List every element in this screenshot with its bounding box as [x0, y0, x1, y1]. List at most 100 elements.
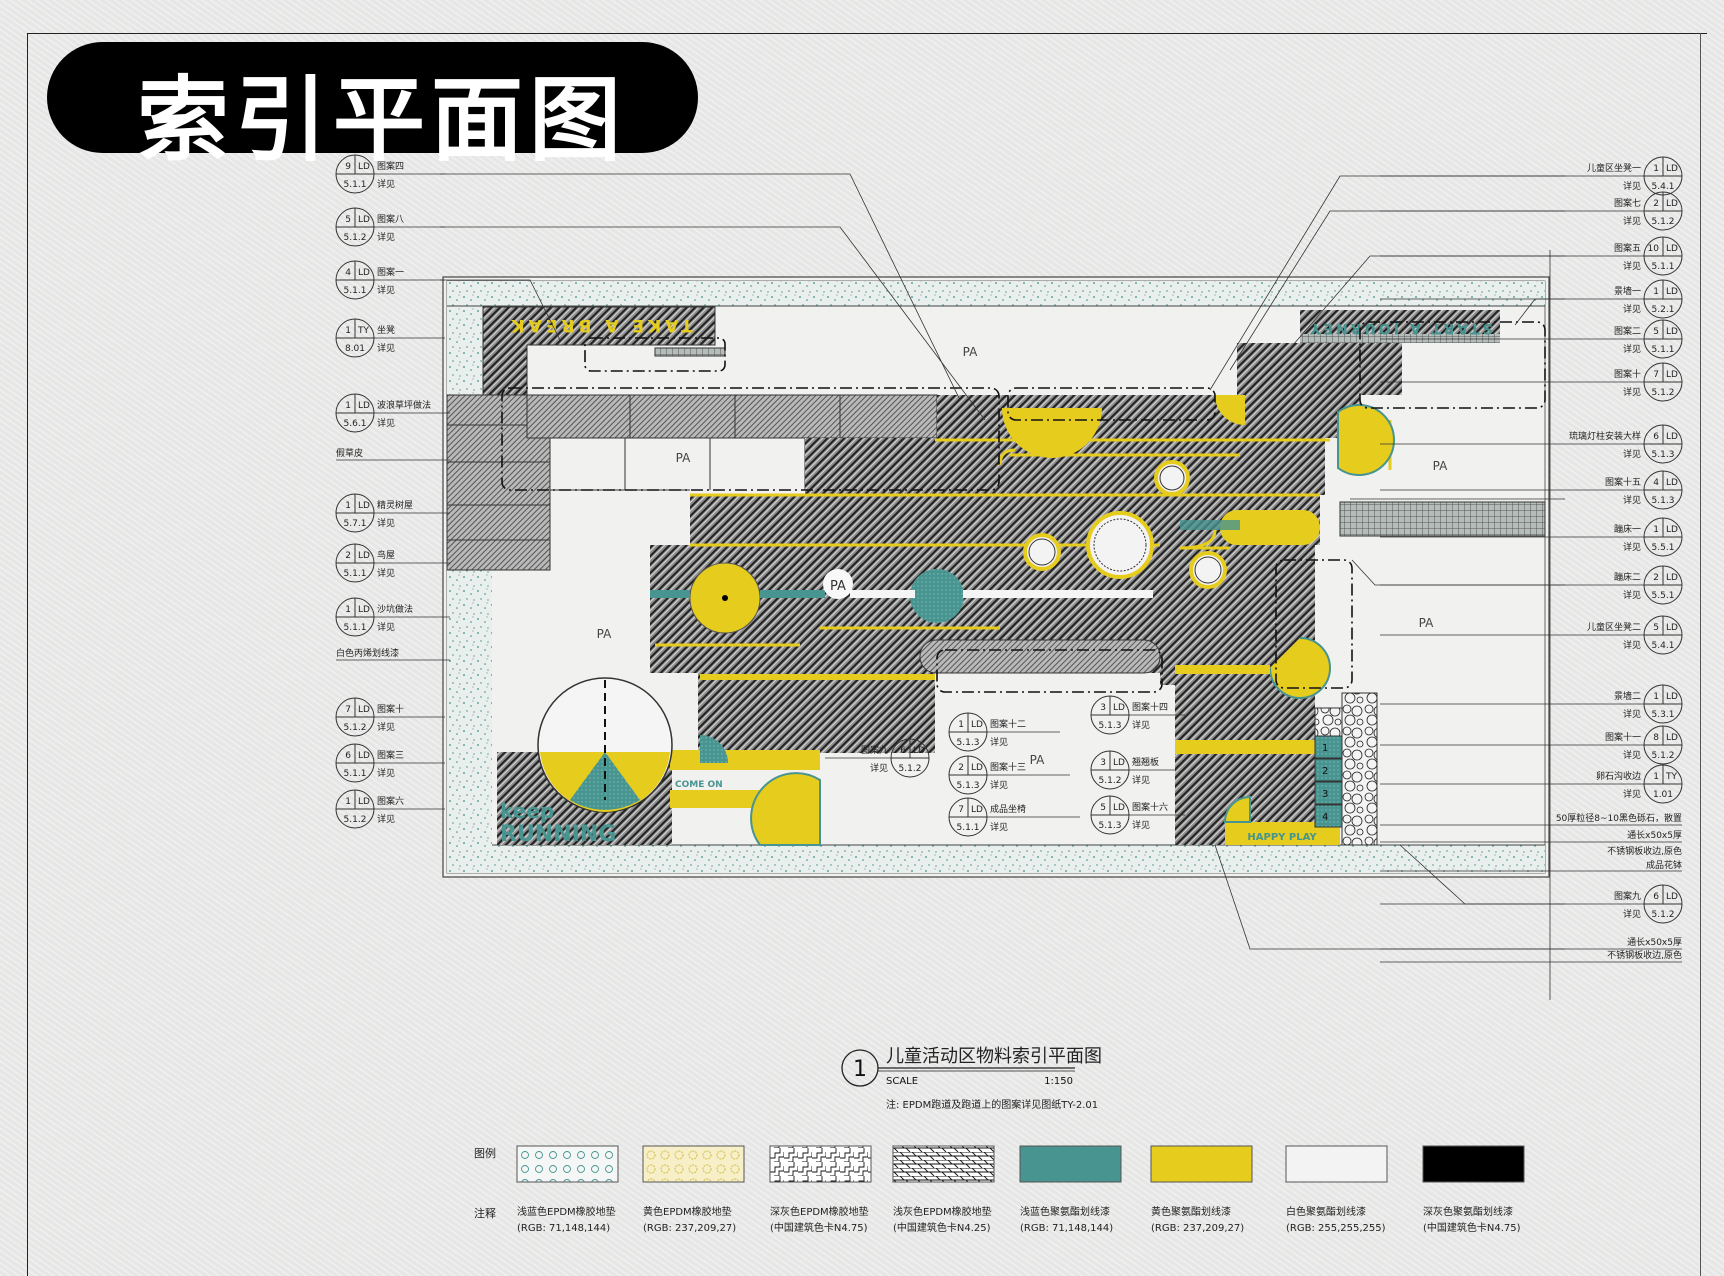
- callout-see: 详见: [1623, 788, 1641, 800]
- callout-see: 详见: [1623, 386, 1641, 398]
- callout-see: 详见: [377, 621, 395, 633]
- callout: 通长x50x5厚: [1380, 936, 1682, 950]
- callout-code: TY: [357, 326, 369, 336]
- callout-sheet: 5.1.2: [344, 815, 367, 825]
- callout-code: LD: [971, 805, 983, 815]
- pa-label: PA: [830, 579, 846, 594]
- callout-label: 波浪草坪做法: [377, 399, 431, 411]
- callout-number: 1: [345, 326, 351, 336]
- callout-number: 6: [900, 746, 906, 756]
- callout: 50厚粒径8~10黑色砾石，散置: [1380, 812, 1682, 826]
- callout-number: 1: [345, 797, 351, 807]
- callout-see: 详见: [1623, 180, 1641, 192]
- legend-name: 深灰色聚氨酯划线漆: [1423, 1205, 1513, 1218]
- legend-swatch: [1019, 1145, 1122, 1183]
- callout-code: LD: [1666, 327, 1678, 337]
- callout-code: LD: [358, 162, 370, 172]
- callout-number: 6: [345, 751, 351, 761]
- callout-code: LD: [358, 605, 370, 615]
- legend-item: 黄色聚氨酯划线漆(RGB: 237,209,27): [1150, 1145, 1253, 1234]
- callout-label: 鸟屋: [377, 549, 395, 561]
- callout-code: LD: [1666, 733, 1678, 743]
- dark-epdm-track: START A JOURNEY: [497, 310, 1500, 845]
- callout-number: 9: [345, 162, 351, 172]
- callout-label: 图案一: [377, 266, 404, 278]
- step-number: 2: [1322, 766, 1328, 777]
- callout-code: LD: [1666, 370, 1678, 380]
- callout-see: 详见: [377, 767, 395, 779]
- callout-number: 2: [345, 551, 351, 561]
- callout-see: 详见: [870, 762, 888, 774]
- legend-swatch: [892, 1145, 995, 1183]
- page-title: 索引平面图: [137, 67, 628, 174]
- callout-sheet: 5.1.1: [1652, 345, 1675, 355]
- callout-see: 详见: [1623, 589, 1641, 601]
- callout-number: 7: [958, 805, 964, 815]
- pa-label: PA: [1030, 753, 1045, 767]
- callout-label: 图案十三: [990, 761, 1026, 773]
- callout-see: 详见: [377, 178, 395, 190]
- yellow-epdm-shapes: PA HAPPY PLAY COME ON: [650, 395, 1395, 846]
- callout-label: 蹦床一: [1614, 523, 1641, 535]
- callout-see: 详见: [1132, 719, 1150, 731]
- callout-number: 1: [958, 720, 964, 730]
- start-a-journey-sign: START A JOURNEY: [1307, 320, 1492, 336]
- callout-text-2: 成品花钵: [1646, 859, 1682, 871]
- callout-see: 详见: [1623, 215, 1641, 227]
- callout-text: 通长x50x5厚: [1627, 829, 1682, 841]
- callout-sheet: 5.1.3: [1099, 721, 1122, 731]
- callout-label: 景墙一: [1614, 285, 1641, 297]
- legend-spec: (RGB: 71,148,144): [1020, 1223, 1113, 1234]
- legend-spec: (中国建筑色卡N4.75): [770, 1221, 868, 1234]
- teal-step: [1314, 804, 1343, 828]
- callout-sheet: 5.1.2: [1652, 751, 1675, 761]
- callout-label: 图案十: [377, 703, 404, 715]
- callout-number: 2: [1653, 199, 1659, 209]
- callout-number: 6: [1653, 892, 1659, 902]
- callout-label: 图案九: [861, 744, 888, 756]
- callout-see: 详见: [1623, 908, 1641, 920]
- callout-sheet: 5.3.1: [1652, 710, 1675, 720]
- teal-step: [1314, 735, 1343, 759]
- callout-label: 儿童区坐凳二: [1587, 621, 1641, 633]
- callout-sheet: 8.01: [345, 344, 365, 354]
- callout-sheet: 5.1.1: [344, 569, 367, 579]
- legend-swatch: [1150, 1145, 1253, 1183]
- callout-number: 1: [1653, 525, 1659, 535]
- callout-sheet: 5.1.1: [344, 769, 367, 779]
- callout-see: 详见: [377, 231, 395, 243]
- callout-sheet: 5.1.3: [1652, 450, 1675, 460]
- callout-number: 5: [1653, 623, 1659, 633]
- drawing-title-block: 1 儿童活动区物料索引平面图 SCALE 1:150 注: EPDM跑道及跑道上…: [841, 1046, 1102, 1111]
- running-sign: RUNNING: [500, 822, 616, 847]
- planting-border: [447, 281, 1545, 873]
- callout-number: 4: [1653, 478, 1659, 488]
- callout: 不锈钢板收边,原色: [1380, 949, 1682, 963]
- callout-see: 详见: [1623, 343, 1641, 355]
- callout-see: 详见: [1132, 819, 1150, 831]
- callout-number: 1: [345, 605, 351, 615]
- callout-code: LD: [1666, 525, 1678, 535]
- legend-item: 白色聚氨酯划线漆(RGB: 255,255,255): [1285, 1145, 1388, 1234]
- callout-code: LD: [358, 751, 370, 761]
- legend-swatch: [1422, 1145, 1525, 1183]
- callout-see: 详见: [990, 779, 1008, 791]
- pa-label: PA: [1419, 616, 1434, 630]
- callout-label: 图案四: [377, 160, 404, 172]
- step-number: 4: [1322, 812, 1328, 823]
- callout-label: 图案十五: [1605, 476, 1641, 488]
- pa-label: PA: [1433, 459, 1448, 473]
- callout: 通长x50x5厚: [1380, 829, 1682, 843]
